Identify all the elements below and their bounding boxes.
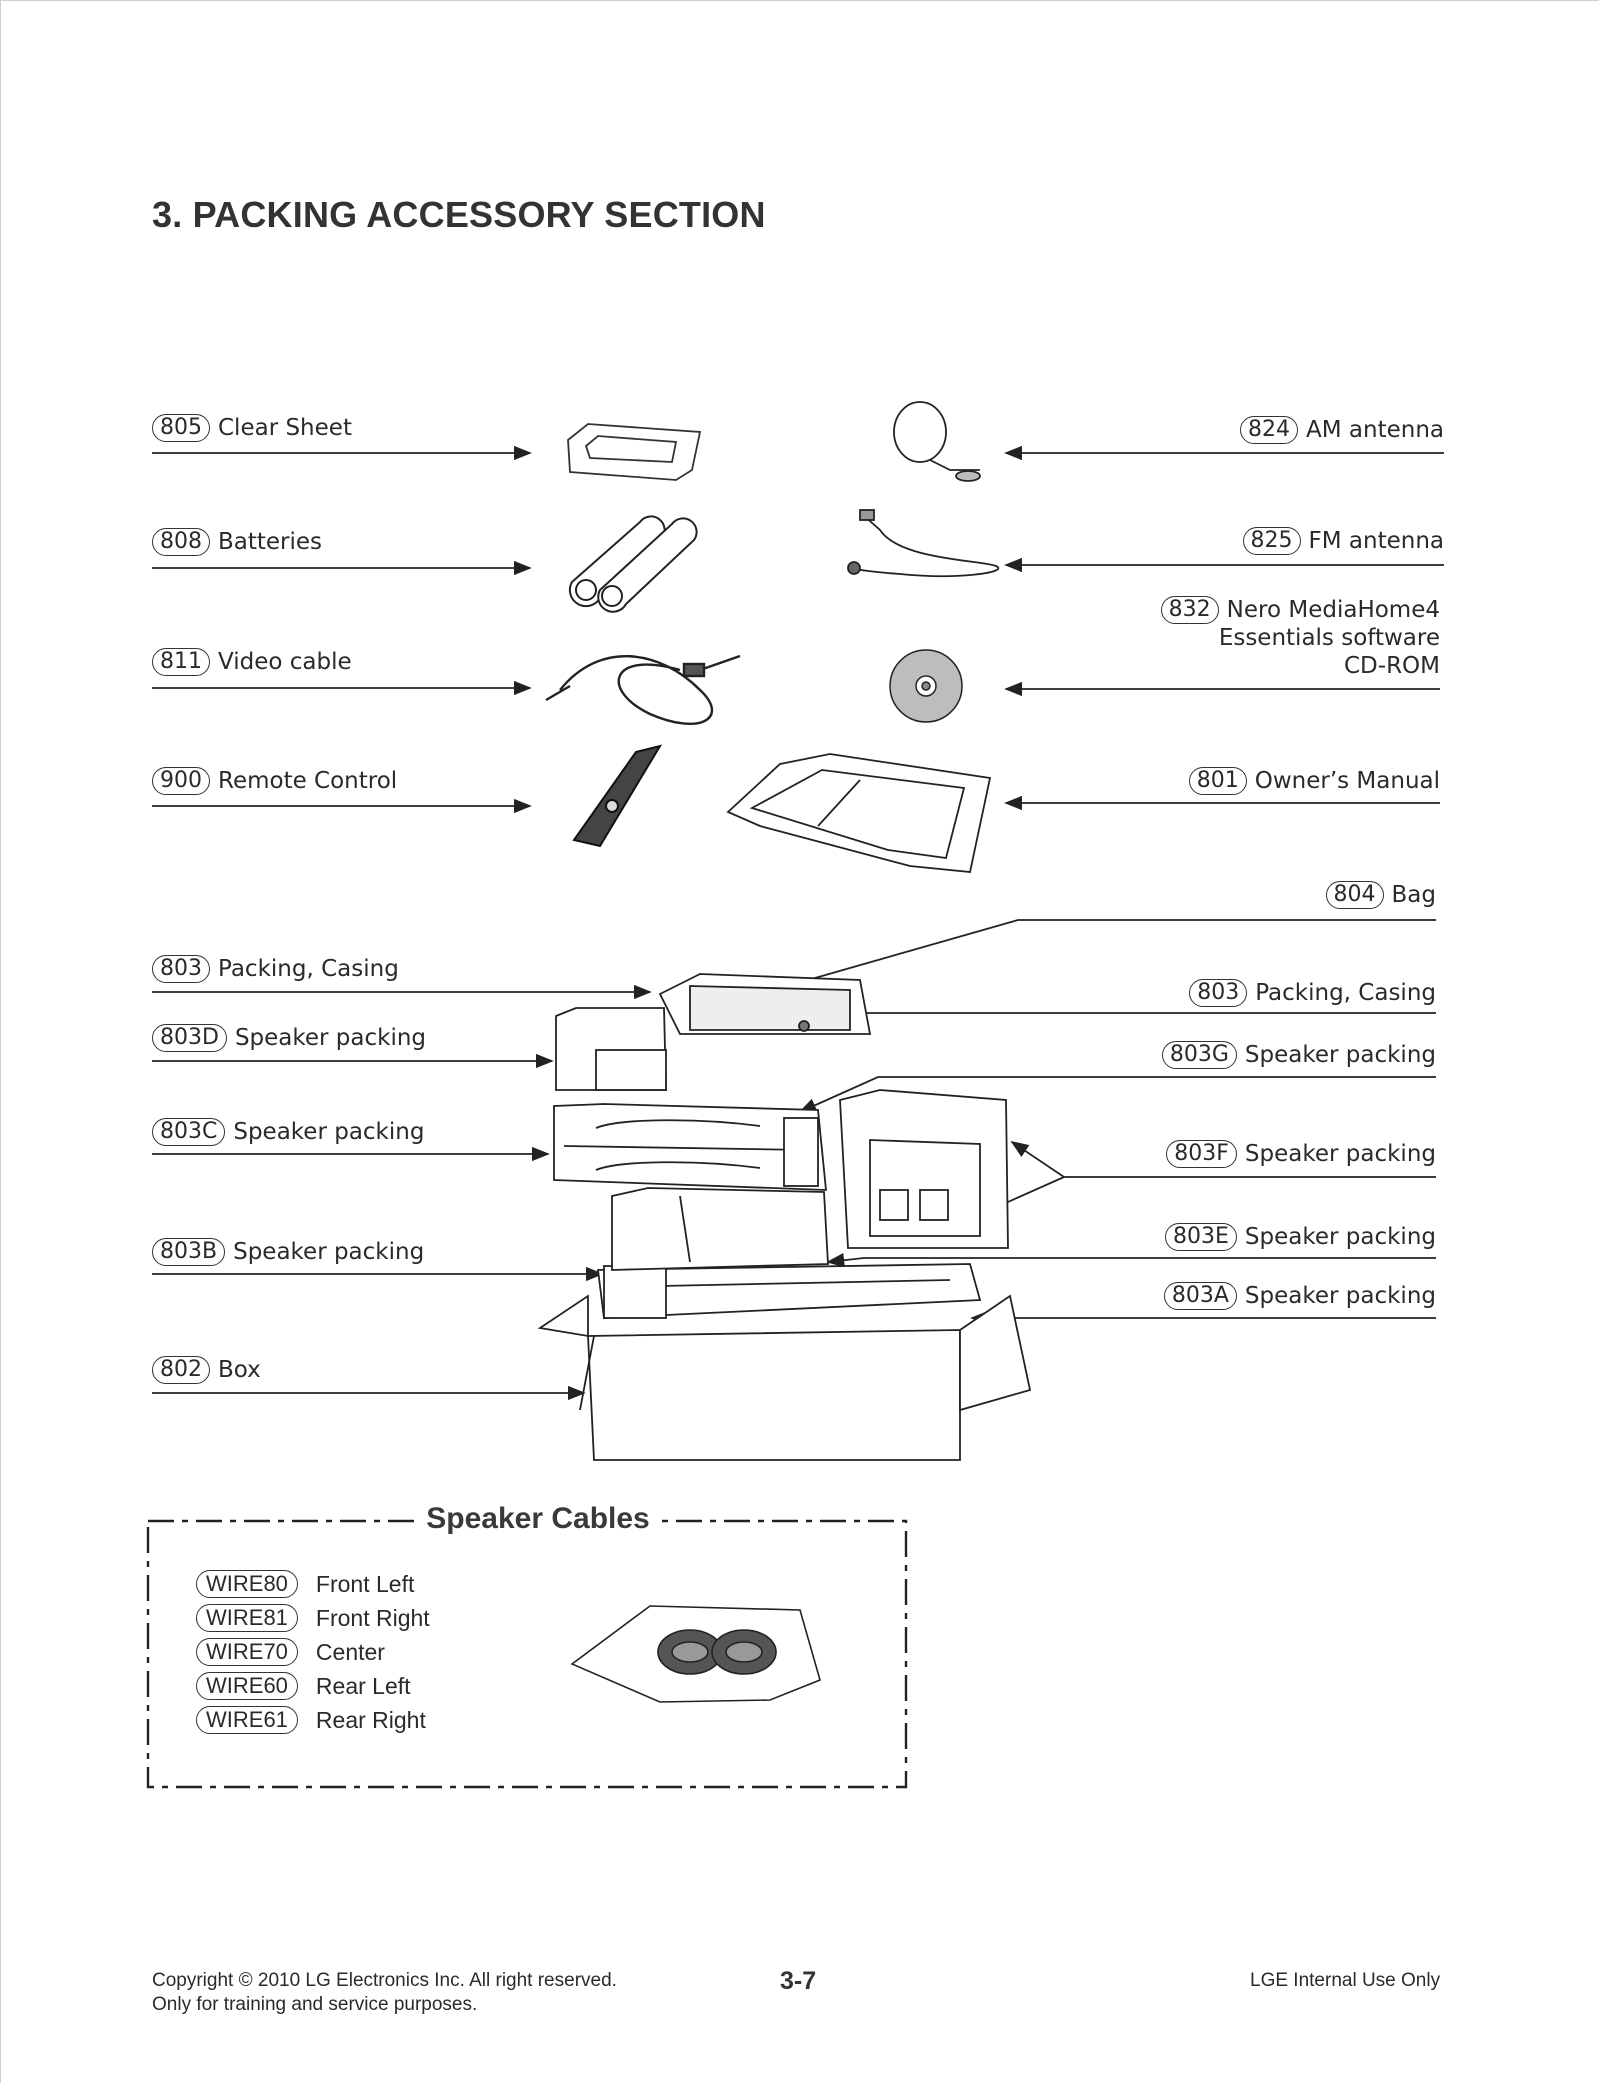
part-name: Remote Control xyxy=(218,768,398,794)
label-nero-line2: Essentials software xyxy=(1218,625,1440,651)
part-name: Speaker packing xyxy=(1244,1224,1436,1250)
wire-label: Rear Right xyxy=(315,1706,426,1733)
part-number: 808 xyxy=(152,528,210,556)
part-name: Box xyxy=(218,1357,261,1383)
part-name: Speaker packing xyxy=(1244,1283,1436,1309)
part-number: 803F xyxy=(1166,1140,1237,1168)
part-number: 804 xyxy=(1325,881,1384,909)
part-name: Batteries xyxy=(218,529,323,555)
part-number: 803A xyxy=(1163,1282,1237,1310)
part-number: 825 xyxy=(1242,527,1301,555)
wire-label: Rear Left xyxy=(315,1672,411,1699)
wire-number: WIRE61 xyxy=(196,1706,298,1734)
wire-label: Front Left xyxy=(315,1570,415,1597)
part-number: 803G xyxy=(1161,1041,1237,1069)
part-number: 803 xyxy=(1189,979,1248,1007)
wire-item: WIRE70 Center xyxy=(196,1638,385,1666)
part-name: Speaker packing xyxy=(1244,1141,1436,1167)
part-number: 803E xyxy=(1165,1223,1237,1251)
part-number: 803 xyxy=(152,955,210,983)
label-clear-sheet: 805 Clear Sheet xyxy=(152,414,352,442)
part-number: 802 xyxy=(152,1356,210,1384)
part-number: 803B xyxy=(152,1238,226,1266)
label-speaker-packing-803a: 803A Speaker packing xyxy=(1000,1282,1436,1310)
wire-item: WIRE81 Front Right xyxy=(196,1604,430,1632)
part-name: Speaker packing xyxy=(233,1239,425,1265)
wire-label: Front Right xyxy=(315,1604,430,1631)
page-number: 3-7 xyxy=(780,1967,817,1995)
wire-item: WIRE61 Rear Right xyxy=(196,1706,426,1734)
label-speaker-packing-803c: 803C Speaker packing xyxy=(152,1118,424,1146)
label-speaker-packing-803d: 803D Speaker packing xyxy=(152,1024,426,1052)
part-number: 811 xyxy=(152,648,210,676)
footer-copyright: Copyright © 2010 LG Electronics Inc. All… xyxy=(152,1970,617,1991)
part-name: AM antenna xyxy=(1306,417,1444,443)
label-fm-antenna: 825 FM antenna xyxy=(1000,527,1444,555)
label-speaker-packing-803f: 803F Speaker packing xyxy=(1000,1140,1436,1168)
label-packing-casing-left: 803 Packing, Casing xyxy=(152,955,399,983)
part-name: Speaker packing xyxy=(234,1025,427,1051)
wire-number: WIRE60 xyxy=(196,1672,298,1700)
page-title: 3. PACKING ACCESSORY SECTION xyxy=(152,194,766,235)
part-number: 805 xyxy=(152,414,210,442)
part-name: Clear Sheet xyxy=(218,415,352,441)
part-name: Owner’s Manual xyxy=(1254,768,1440,794)
speaker-cables-title: Speaker Cables xyxy=(0,1502,1076,1536)
wire-item: WIRE60 Rear Left xyxy=(196,1672,411,1700)
part-name: FM antenna xyxy=(1308,528,1444,554)
speaker-cables-frame xyxy=(146,1519,908,1789)
label-speaker-packing-803b: 803B Speaker packing xyxy=(152,1238,424,1266)
speaker-cables-title-text: Speaker Cables xyxy=(416,1502,660,1535)
part-name: Video cable xyxy=(218,649,352,675)
label-owners-manual: 801 Owner’s Manual xyxy=(1000,767,1440,795)
label-nero-line3: CD-ROM xyxy=(1344,653,1440,679)
part-name: Speaker packing xyxy=(233,1119,425,1145)
label-remote-control: 900 Remote Control xyxy=(152,767,397,795)
part-name: Packing, Casing xyxy=(1255,980,1436,1006)
part-number: 832 xyxy=(1160,596,1219,624)
label-nero-cd-rom: 832 Nero MediaHome4 xyxy=(1000,596,1440,624)
wire-number: WIRE81 xyxy=(196,1604,298,1632)
part-name: Bag xyxy=(1391,882,1436,908)
wire-label: Center xyxy=(315,1638,385,1665)
part-number: 900 xyxy=(152,767,210,795)
wire-item: WIRE80 Front Left xyxy=(196,1570,414,1598)
wire-number: WIRE80 xyxy=(196,1570,298,1598)
label-speaker-packing-803e: 803E Speaker packing xyxy=(1000,1223,1436,1251)
wire-number: WIRE70 xyxy=(196,1638,298,1666)
label-batteries: 808 Batteries xyxy=(152,528,322,556)
footer-internal: LGE Internal Use Only xyxy=(1250,1970,1441,1991)
label-box: 802 Box xyxy=(152,1356,261,1384)
label-video-cable: 811 Video cable xyxy=(152,648,352,676)
part-name: Nero MediaHome4 xyxy=(1226,597,1440,623)
label-bag: 804 Bag xyxy=(1000,881,1436,909)
part-number: 824 xyxy=(1240,416,1299,444)
part-number: 801 xyxy=(1188,767,1247,795)
part-name: Packing, Casing xyxy=(218,956,399,982)
label-packing-casing-right: 803 Packing, Casing xyxy=(1000,979,1436,1007)
footer-purpose: Only for training and service purposes. xyxy=(152,1994,478,2015)
part-number: 803C xyxy=(152,1118,226,1146)
label-speaker-packing-803g: 803G Speaker packing xyxy=(1000,1041,1436,1069)
part-name: Speaker packing xyxy=(1244,1042,1436,1068)
label-am-antenna: 824 AM antenna xyxy=(1000,416,1444,444)
part-number: 803D xyxy=(152,1024,227,1052)
